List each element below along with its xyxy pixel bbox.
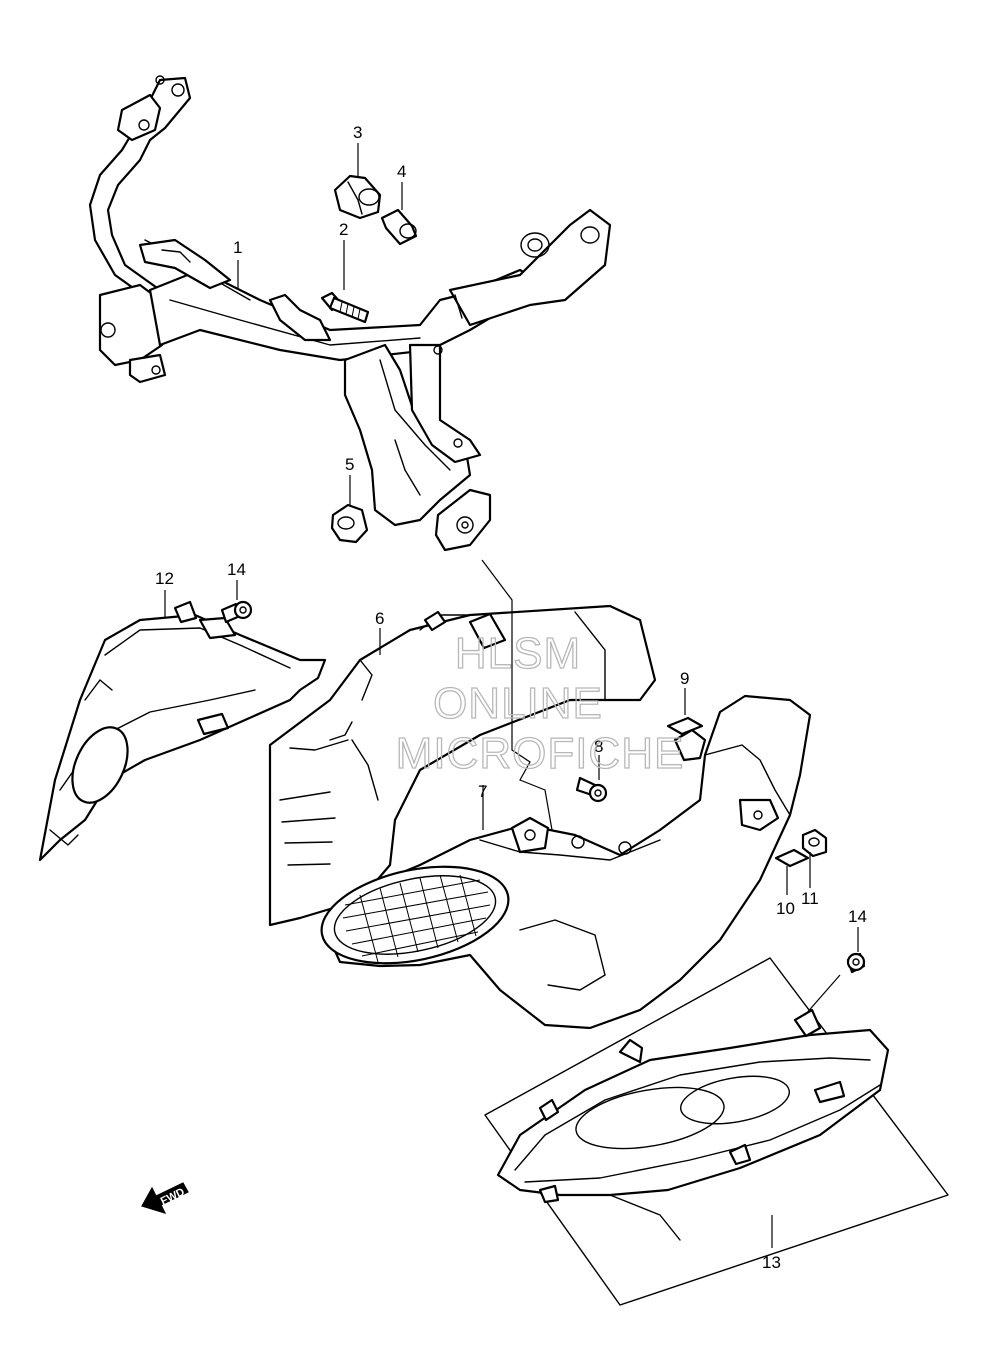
leader-lines [164, 143, 859, 1248]
callout-7: 7 [478, 782, 487, 801]
part-13-outer-cowl [484, 957, 949, 1306]
part-11-nut [801, 828, 828, 858]
callout-3: 3 [353, 123, 362, 142]
part-4-collar [380, 208, 418, 246]
part-14-screw-lower [846, 952, 866, 974]
fwd-direction-arrow: FWD [141, 1182, 189, 1214]
callout-13: 13 [762, 1253, 781, 1272]
callout-12: 12 [155, 569, 174, 588]
watermark: HLSM ONLINE MICROFICHE [395, 628, 685, 778]
callout-5: 5 [345, 455, 354, 474]
fwd-label: FWD [159, 1186, 187, 1208]
callout-4: 4 [397, 162, 406, 181]
callout-6: 6 [375, 609, 384, 628]
part-9-clip-nut [666, 716, 704, 736]
callout-9: 9 [680, 669, 689, 688]
watermark-line-2: ONLINE [433, 679, 603, 728]
part-3-grommet [333, 174, 382, 220]
watermark-line-3: MICROFICHE [396, 729, 685, 778]
part-7-air-duct [320, 694, 812, 1030]
mesh-grid [342, 874, 491, 963]
part-12-side-cover [38, 600, 327, 862]
callout-8: 8 [594, 737, 603, 756]
part-5-grommet [330, 503, 369, 544]
callout-numbers: 1 2 3 4 5 6 7 8 9 10 11 12 14 14 13 [155, 123, 867, 1272]
callout-11: 11 [801, 889, 819, 908]
callout-1: 1 [233, 238, 242, 257]
callout-2: 2 [339, 220, 348, 239]
part-2-bolt [320, 291, 370, 324]
callout-14-lower: 14 [848, 907, 867, 926]
part-10-clip-nut [774, 848, 810, 868]
callout-10: 10 [776, 899, 795, 918]
part-8-screw [575, 776, 608, 803]
watermark-line-1: HLSM [455, 629, 581, 678]
part-1-frame-bracket [88, 75, 612, 552]
callout-14-upper: 14 [227, 560, 246, 579]
part-14-screw-upper [220, 600, 253, 624]
